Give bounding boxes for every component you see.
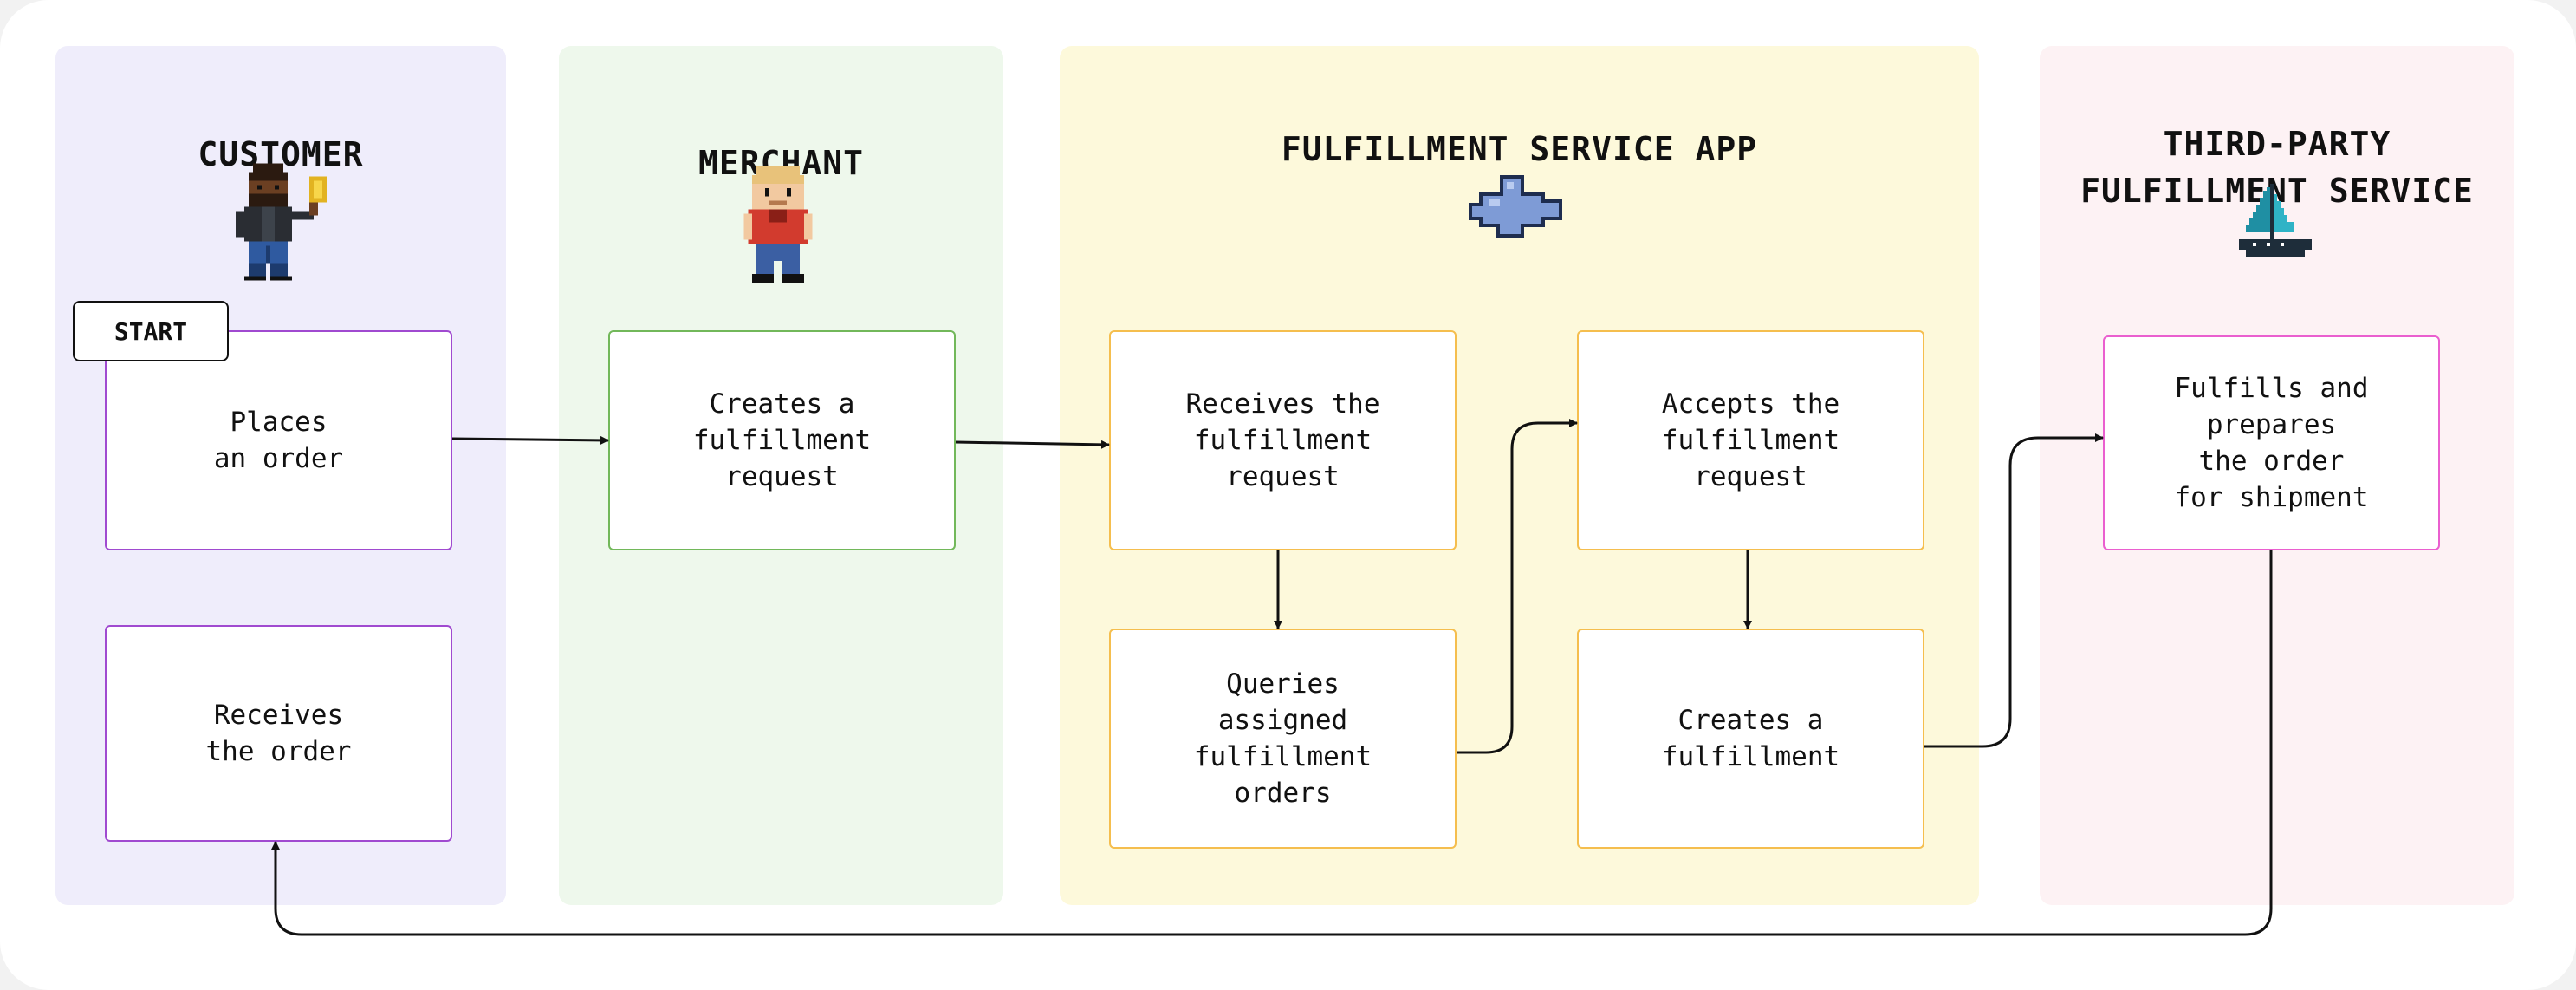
step-creates-fulfillment: Creates a fulfillment	[1577, 629, 1924, 849]
arrow-queries-to-accepts	[1457, 419, 1578, 754]
step-places-order: Places an order	[105, 330, 452, 550]
customer-holding-coin-icon	[236, 163, 327, 281]
arrow-third-party-to-receives-order	[271, 550, 2273, 936]
lane-title-fulfillment-service-app: FULFILLMENT SERVICE APP	[1281, 130, 1758, 168]
merchant-person-icon	[743, 166, 813, 283]
step-fulfills-and-prepares: Fulfills and prepares the order for ship…	[2103, 335, 2440, 550]
arrow-places-to-creates-request	[451, 435, 609, 445]
step-receives-order: Receives the order	[105, 625, 452, 842]
step-receives-fulfillment-request: Receives the fulfillment request	[1109, 330, 1457, 550]
arrow-creates-fulfillment-to-third-party	[1924, 433, 2104, 748]
sailboat-icon	[2239, 184, 2312, 257]
puzzle-piece-icon	[1469, 175, 1562, 238]
arrow-creates-request-to-receives-request	[955, 440, 1110, 449]
step-queries-assigned-orders: Queries assigned fulfillment orders	[1109, 629, 1457, 849]
start-tag: START	[73, 301, 229, 361]
step-creates-fulfillment-request: Creates a fulfillment request	[608, 330, 956, 550]
step-accepts-fulfillment-request: Accepts the fulfillment request	[1577, 330, 1924, 550]
